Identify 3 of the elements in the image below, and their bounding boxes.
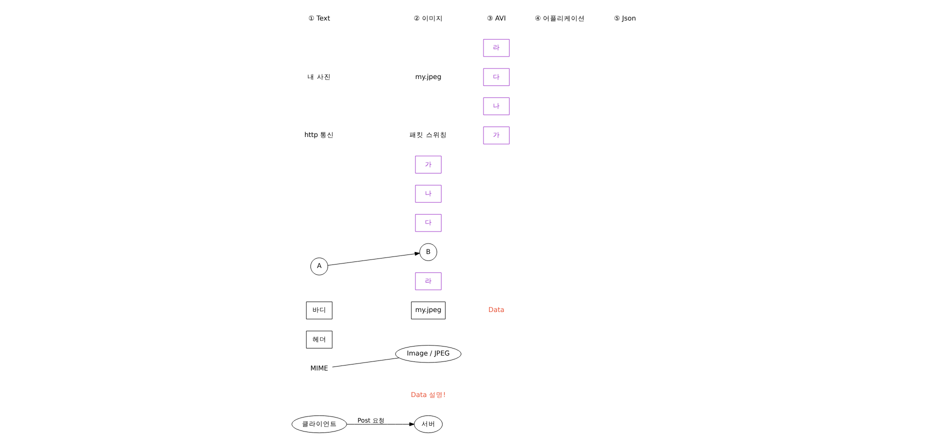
arrow — [346, 422, 414, 426]
arrow — [327, 252, 420, 266]
connector — [332, 358, 399, 368]
